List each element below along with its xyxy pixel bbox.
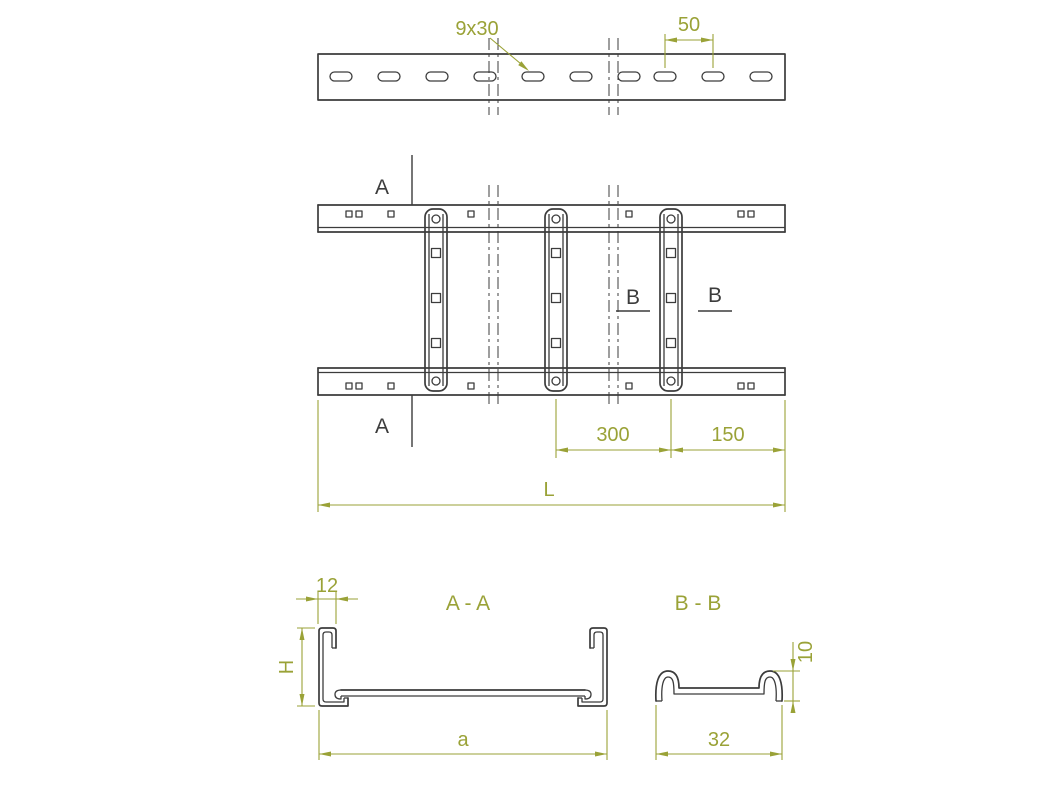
section-letter-a-bottom: A <box>375 415 389 438</box>
dimension-rung-spacing: 300 150 <box>555 399 786 512</box>
total-length-label: L <box>543 479 554 501</box>
lip-width-label: 12 <box>316 575 338 597</box>
rung-2 <box>544 208 568 392</box>
section-line-b-left: B <box>616 286 650 312</box>
slot-size-leader: 9x30 <box>455 18 529 71</box>
section-line-b-right: B <box>698 284 732 312</box>
slot-size-label: 9x30 <box>455 18 498 40</box>
rung-spacing-label: 300 <box>596 424 629 446</box>
rail-slots <box>329 71 773 82</box>
bottom-rail <box>317 367 786 396</box>
top-rail-holes <box>345 210 755 218</box>
rung-width-label: 32 <box>708 729 730 751</box>
section-bb-profile <box>654 670 784 702</box>
bottom-rail-holes <box>345 382 755 390</box>
section-letter-a-top: A <box>375 176 389 199</box>
section-aa-profile <box>318 627 608 707</box>
height-h-label: H <box>276 660 298 674</box>
plan-view: A A B B 300 150 <box>317 155 786 512</box>
front-view: 9x30 50 <box>317 14 786 115</box>
section-line-a-top: A <box>375 155 413 205</box>
slot-pitch-dimension: 50 <box>664 14 714 68</box>
rail-strip-outline <box>317 53 786 101</box>
section-letter-b-right: B <box>708 284 722 307</box>
rung-3 <box>659 208 683 392</box>
slot-pitch-label: 50 <box>678 14 700 36</box>
rung-1 <box>424 208 448 392</box>
rung-height-label: 10 <box>795 641 817 663</box>
section-aa-view: A - A 12 <box>276 575 608 760</box>
section-line-a-bottom: A <box>375 395 413 447</box>
dimension-total-length: L <box>317 400 785 512</box>
section-letter-b-left: B <box>626 286 640 309</box>
section-bb-view: B - B 10 32 <box>654 592 817 760</box>
width-a-label: a <box>457 729 469 751</box>
section-aa-title: A - A <box>446 592 490 615</box>
break-lines-front <box>488 38 619 115</box>
dimension-height-h: H <box>276 627 315 707</box>
end-spacing-label: 150 <box>711 424 744 446</box>
top-rail <box>317 204 786 233</box>
section-bb-title: B - B <box>675 592 722 615</box>
dimension-rung-width: 32 <box>655 705 783 760</box>
break-lines-plan <box>488 185 619 408</box>
dimension-width-a: a <box>318 710 608 760</box>
dimension-rung-height: 10 <box>773 641 817 713</box>
leader-arrowhead <box>518 61 529 71</box>
dimension-lip-width: 12 <box>296 575 358 624</box>
